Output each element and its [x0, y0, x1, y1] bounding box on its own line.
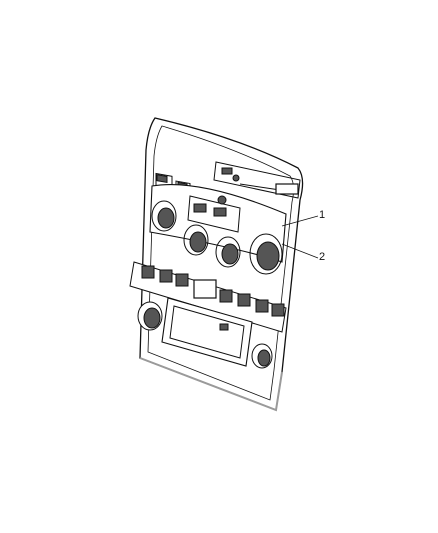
- lower-button-row: [129, 261, 287, 333]
- knob-center-left: [183, 224, 209, 256]
- climate-knobs: [151, 200, 283, 275]
- callout-2-label: 2: [319, 251, 326, 263]
- knob-right: [249, 233, 283, 275]
- callout-1-label: 1: [319, 209, 326, 221]
- knob-center-right: [215, 236, 241, 268]
- left-round-knob: [137, 301, 163, 331]
- callout-2-leader: [281, 243, 319, 259]
- right-round-control: [251, 343, 273, 369]
- callout-1-leader: [281, 215, 319, 227]
- storage-pocket: [161, 297, 253, 367]
- knob-left: [151, 200, 177, 232]
